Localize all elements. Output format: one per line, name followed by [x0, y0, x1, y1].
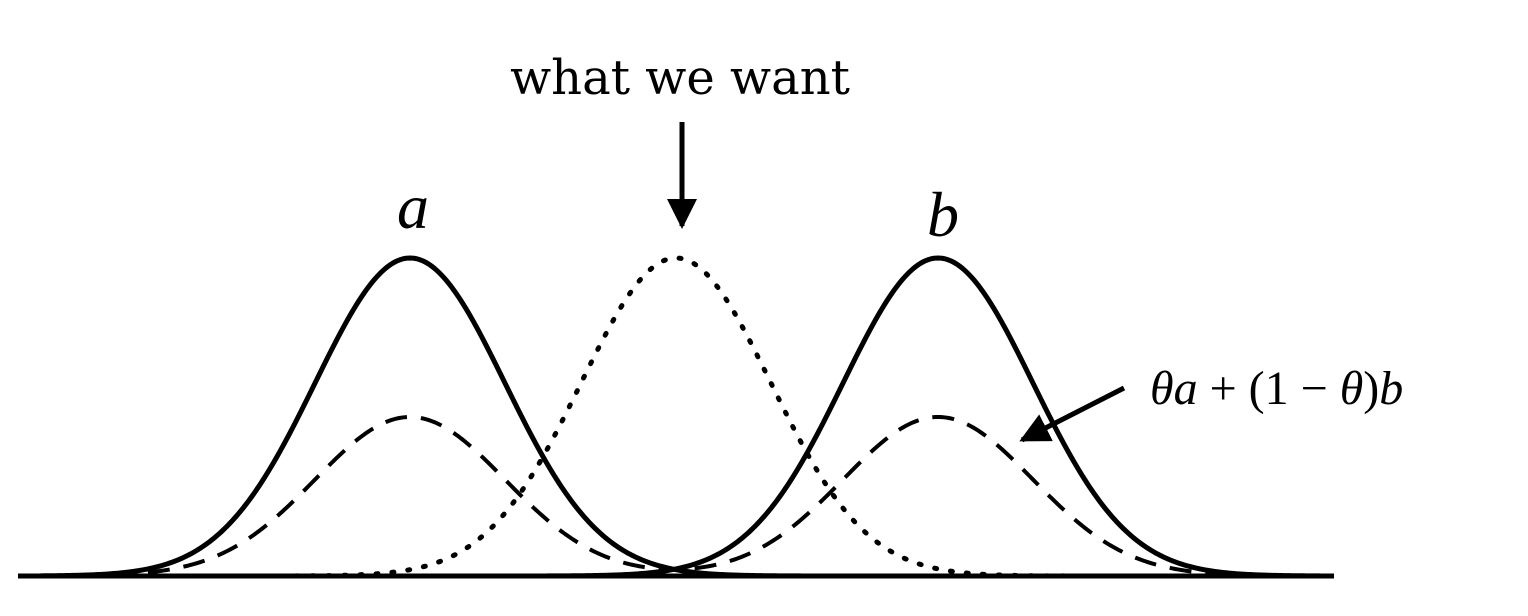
- formula-close: ): [1363, 362, 1379, 415]
- label-b: b: [927, 179, 959, 250]
- formula-plus: + (1 −: [1198, 362, 1340, 415]
- formula-b: b: [1379, 362, 1403, 415]
- curve-what-we-want-dotted: [37, 255, 1323, 579]
- arrow-mixture: [1019, 385, 1126, 443]
- label-what-we-want: what we want: [510, 50, 850, 106]
- curve-b-solid: [40, 255, 1321, 579]
- formula-a: a: [1174, 362, 1198, 415]
- curve-mixture-dashed: [39, 414, 1320, 578]
- curve-a-solid: [39, 255, 1320, 579]
- label-a: a: [397, 171, 429, 242]
- label-mixture-formula: θa + (1 − θ)b: [1150, 362, 1403, 415]
- formula-theta-1: θ: [1150, 362, 1174, 415]
- formula-theta-2: θ: [1340, 362, 1364, 415]
